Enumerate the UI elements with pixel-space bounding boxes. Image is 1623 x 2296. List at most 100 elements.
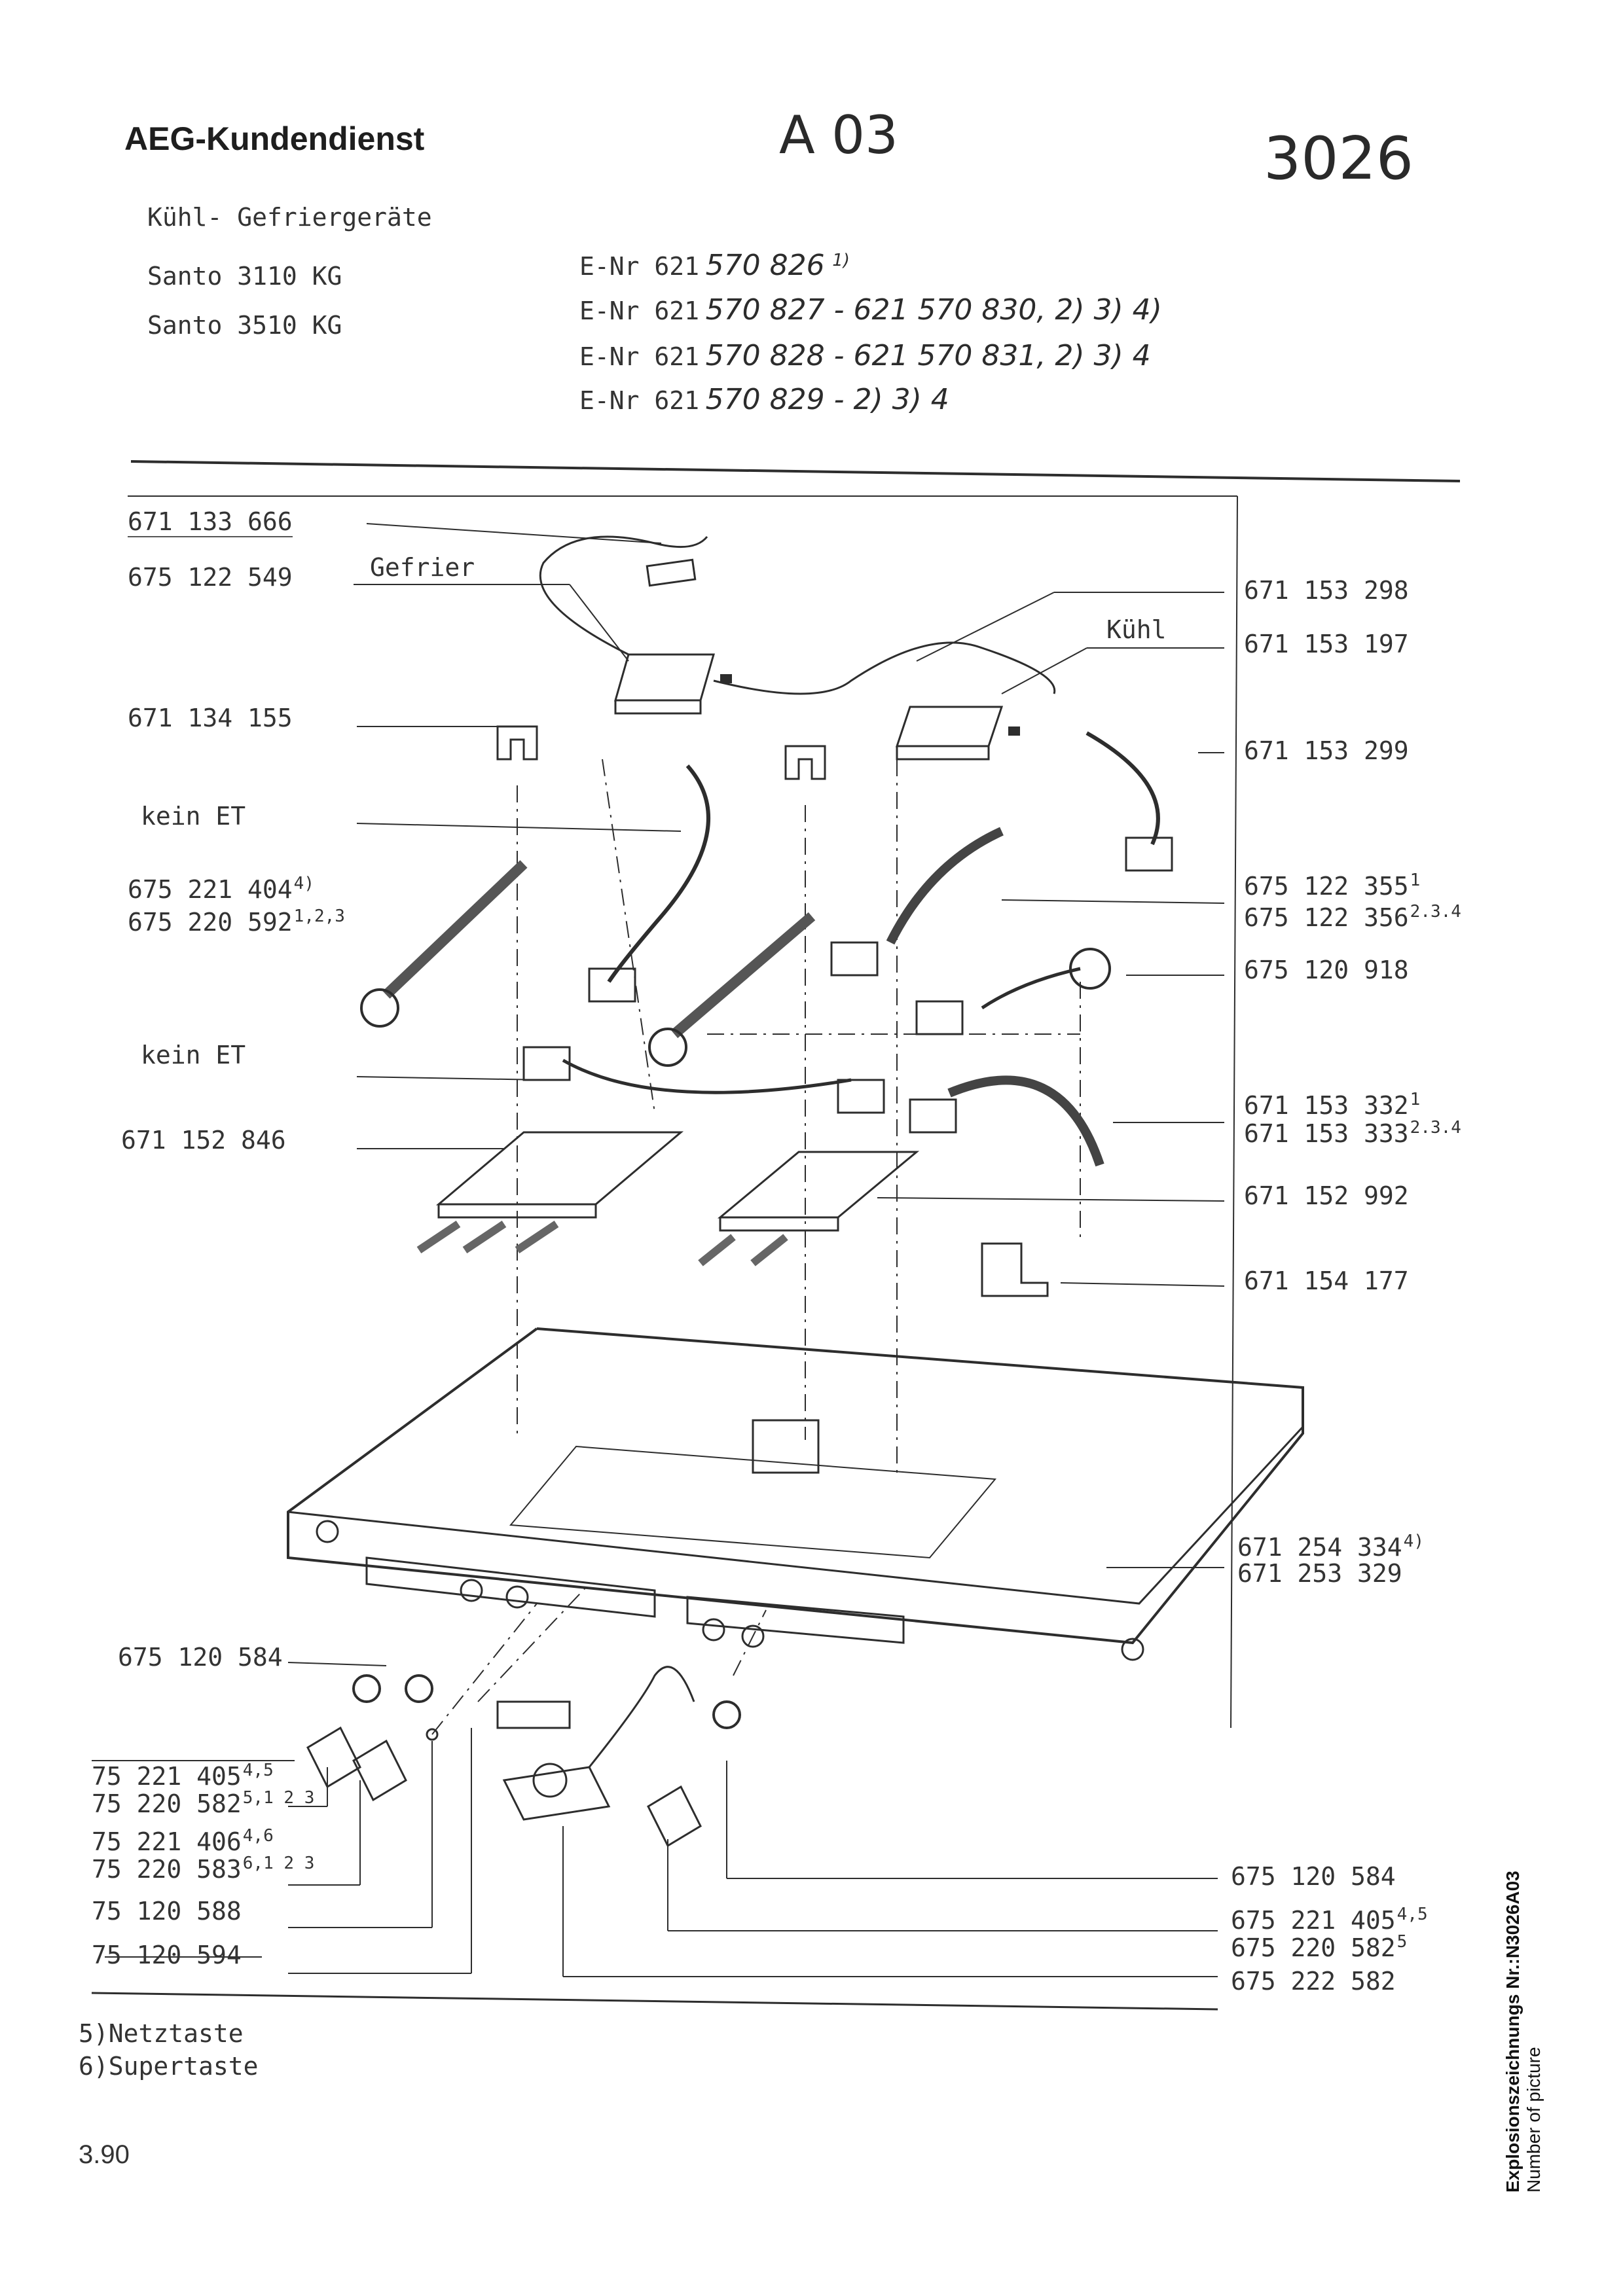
part-label: 671 153 299 bbox=[1244, 736, 1409, 765]
part-number: 75 221 406 bbox=[92, 1827, 242, 1856]
footnote-5: 5)Netztaste bbox=[79, 2019, 244, 2048]
enr-hand: 570 828 - 621 570 831, 2) 3) 4 bbox=[705, 339, 1151, 372]
part-label: 675 221 4044) bbox=[128, 874, 314, 904]
enr-prefix: E-Nr 621 bbox=[579, 296, 700, 325]
part-number: 671 254 334 bbox=[1237, 1533, 1402, 1562]
side-note-subtitle: Number of picture bbox=[1523, 2047, 1544, 2193]
part-number: 671 153 332 bbox=[1244, 1091, 1409, 1120]
footnote-6: 6)Supertaste bbox=[79, 2052, 259, 2081]
brand-title: AEG-Kundendienst bbox=[124, 120, 425, 157]
part-label: 671 134 155 bbox=[128, 704, 293, 732]
enr-sup: 1) bbox=[832, 251, 850, 270]
part-number: 671 133 666 bbox=[128, 507, 293, 536]
part-label: 75 120 594 bbox=[92, 1941, 242, 1969]
enr-prefix: E-Nr 621 bbox=[579, 386, 700, 415]
category-text: Kühl- Gefriergeräte bbox=[147, 203, 432, 232]
part-label: 675 120 918 bbox=[1244, 956, 1409, 984]
part-label: kein ET bbox=[141, 1041, 246, 1069]
part-number: 675 222 582 bbox=[1231, 1967, 1396, 1996]
part-number: 75 220 582 bbox=[92, 1789, 242, 1818]
part-label: 671 153 298 bbox=[1244, 576, 1409, 605]
part-footnote: 4,5 bbox=[1396, 1905, 1428, 1924]
part-label: 675 122 549 bbox=[128, 563, 293, 592]
part-number: 675 221 404 bbox=[128, 875, 293, 904]
part-footnote: 6,1 2 3 bbox=[242, 1854, 315, 1873]
enr-line-1: E-Nr 621 570 826 1) bbox=[579, 249, 850, 282]
enr-line-3: E-Nr 621 570 828 - 621 570 831, 2) 3) 4 bbox=[579, 339, 1151, 372]
model-2: Santo 3510 KG bbox=[147, 311, 342, 340]
part-label: 671 153 197 bbox=[1244, 630, 1409, 658]
part-label: 671 153 3321 bbox=[1244, 1090, 1420, 1120]
part-number: 671 154 177 bbox=[1244, 1266, 1409, 1295]
part-footnote: 4) bbox=[293, 874, 314, 893]
document-number: 3026 bbox=[1264, 124, 1414, 193]
part-label: 75 220 5825,1 2 3 bbox=[92, 1788, 314, 1818]
part-number: 675 122 549 bbox=[128, 563, 293, 592]
part-number: 75 221 405 bbox=[92, 1762, 242, 1791]
part-footnote: 2.3.4 bbox=[1410, 1118, 1461, 1138]
part-label: 671 253 329 bbox=[1237, 1559, 1402, 1588]
label-gefrier: Gefrier bbox=[370, 553, 475, 582]
part-label: 675 122 3551 bbox=[1244, 870, 1420, 901]
part-footnote: 5 bbox=[1396, 1932, 1408, 1952]
part-label: kein ET bbox=[141, 802, 246, 831]
side-note-title: Explosionszeichnungs Nr.:N3026A03 bbox=[1503, 1871, 1523, 2193]
enr-hand: 570 829 - 2) 3) 4 bbox=[705, 383, 949, 416]
label-kuehl: Kühl bbox=[1106, 615, 1167, 644]
part-footnote: 4) bbox=[1403, 1532, 1424, 1551]
part-number: 75 120 594 bbox=[92, 1941, 242, 1969]
enr-line-2: E-Nr 621 570 827 - 621 570 830, 2) 3) 4) bbox=[579, 293, 1162, 327]
enr-hand: 570 827 - 621 570 830, 2) 3) 4) bbox=[705, 293, 1162, 327]
part-label: 671 133 666 bbox=[128, 507, 293, 537]
enr-prefix: E-Nr 621 bbox=[579, 342, 700, 371]
enr-hand: 570 826 bbox=[705, 249, 825, 282]
part-label: 75 120 588 bbox=[92, 1897, 242, 1926]
part-label: 671 153 3332.3.4 bbox=[1244, 1118, 1461, 1148]
part-label: 671 152 992 bbox=[1244, 1181, 1409, 1210]
enr-line-4: E-Nr 621 570 829 - 2) 3) 4 bbox=[579, 383, 949, 416]
part-number: 75 120 588 bbox=[92, 1897, 242, 1926]
part-label: 675 120 584 bbox=[118, 1643, 283, 1672]
part-label: 675 220 5921,2,3 bbox=[128, 906, 345, 937]
part-label: 675 221 4054,5 bbox=[1231, 1905, 1428, 1935]
part-number: 675 120 918 bbox=[1244, 956, 1409, 984]
date-stamp: 3.90 bbox=[79, 2140, 130, 2169]
part-footnote: 5,1 2 3 bbox=[242, 1788, 315, 1808]
enr-prefix: E-Nr 621 bbox=[579, 252, 700, 281]
part-number: kein ET bbox=[141, 1041, 246, 1069]
part-number: 675 122 356 bbox=[1244, 903, 1409, 932]
part-label: 675 120 584 bbox=[1231, 1862, 1396, 1891]
part-number: 675 122 355 bbox=[1244, 872, 1409, 901]
part-label: 675 122 3562.3.4 bbox=[1244, 902, 1461, 932]
part-number: 671 153 333 bbox=[1244, 1119, 1409, 1148]
part-number: 671 153 197 bbox=[1244, 630, 1409, 658]
part-label: 675 222 582 bbox=[1231, 1967, 1396, 1996]
part-footnote: 4,5 bbox=[242, 1761, 274, 1780]
part-number: 675 221 405 bbox=[1231, 1906, 1396, 1935]
part-footnote: 2.3.4 bbox=[1410, 902, 1461, 922]
part-number: 671 152 992 bbox=[1244, 1181, 1409, 1210]
part-number: 675 120 584 bbox=[118, 1643, 283, 1672]
page-code: A 03 bbox=[779, 105, 898, 166]
part-number: 675 120 584 bbox=[1231, 1862, 1396, 1891]
part-label: 75 221 4064,6 bbox=[92, 1826, 274, 1856]
part-label: 671 154 177 bbox=[1244, 1266, 1409, 1295]
part-number: 671 134 155 bbox=[128, 704, 293, 732]
part-footnote: 1,2,3 bbox=[293, 906, 345, 926]
part-label: 671 254 3344) bbox=[1237, 1532, 1424, 1562]
part-number: 671 152 846 bbox=[121, 1126, 286, 1155]
side-note: Explosionszeichnungs Nr.:N3026A03 Number… bbox=[1503, 1871, 1544, 2193]
part-number: 671 153 299 bbox=[1244, 736, 1409, 765]
model-1: Santo 3110 KG bbox=[147, 262, 342, 291]
part-number: 671 153 298 bbox=[1244, 576, 1409, 605]
part-number: 675 220 582 bbox=[1231, 1933, 1396, 1962]
part-label: 75 221 4054,5 bbox=[92, 1761, 274, 1791]
part-footnote: 4,6 bbox=[242, 1826, 274, 1846]
part-label: 675 220 5825 bbox=[1231, 1932, 1407, 1962]
part-label: 75 220 5836,1 2 3 bbox=[92, 1854, 314, 1884]
part-number: 75 220 583 bbox=[92, 1855, 242, 1884]
part-footnote: 1 bbox=[1410, 870, 1421, 890]
part-footnote: 1 bbox=[1410, 1090, 1421, 1109]
part-number: 671 253 329 bbox=[1237, 1559, 1402, 1588]
